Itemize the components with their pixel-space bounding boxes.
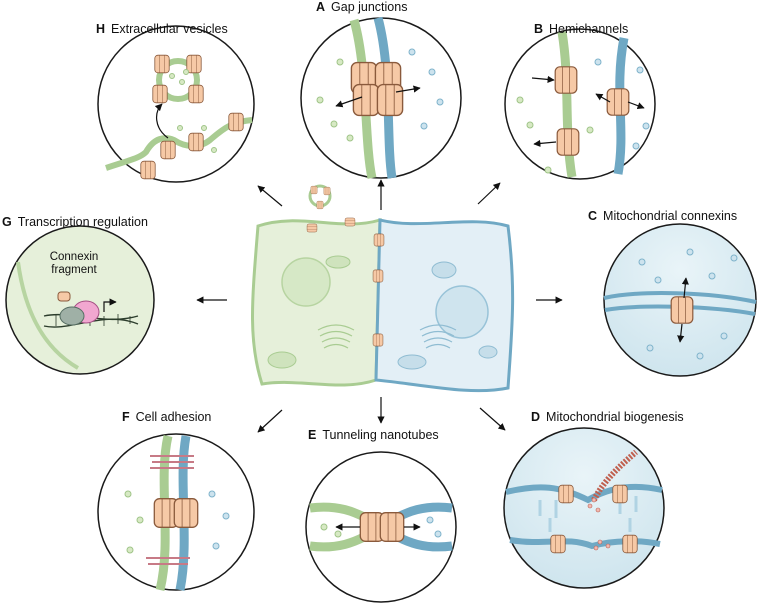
connexin-icon [372, 269, 384, 283]
connexin-label-line-1: Connexin [49, 251, 99, 263]
green-mitochondrion [267, 351, 297, 369]
panel-title: Cell adhesion [135, 410, 212, 424]
panel-g-transcription-regulation [5, 225, 155, 375]
panel-c-mitochondrial-connexins [603, 223, 757, 377]
connexin-icon [373, 233, 385, 247]
connector-arrows [196, 179, 563, 433]
panel-b-label: B Hemichannels [534, 22, 628, 36]
panel-f-cell-adhesion [97, 433, 255, 592]
panel-title: Mitochondrial connexins [603, 209, 738, 223]
panel-h-extracellular-vesicles [97, 25, 255, 183]
panel-letter: C [588, 209, 598, 223]
panel-title: Tunneling nanotubes [322, 428, 439, 442]
panel-title: Extracellular vesicles [111, 22, 228, 36]
panel-d-mitochondrial-biogenesis [503, 427, 665, 589]
panel-title: Mitochondrial biogenesis [546, 410, 684, 424]
central-vesicle [308, 184, 332, 210]
panel-letter: E [308, 428, 317, 442]
panel-title: Gap junctions [331, 0, 408, 14]
blue-mitochondrion [397, 354, 427, 370]
panel-h-label: H Extracellular vesicles [96, 22, 228, 36]
green-mitochondrion [325, 255, 351, 269]
panel-e-tunneling-nanotubes [305, 451, 457, 603]
blue-golgi [419, 324, 457, 349]
panel-a-gap-junctions [300, 16, 462, 179]
panel-letter: G [2, 215, 12, 229]
panel-e-label: E Tunneling nanotubes [308, 428, 439, 442]
blue-mitochondrion [478, 345, 498, 359]
panel-letter: F [122, 410, 130, 424]
blue-mitochondrion [431, 261, 457, 279]
panel-letter: B [534, 22, 544, 36]
panel-b-hemichannels [504, 28, 656, 180]
panel-g-label: G Transcription regulation [2, 215, 148, 229]
panel-f-label: F Cell adhesion [122, 410, 211, 424]
panel-letter: H [96, 22, 106, 36]
panel-a-label: A Gap junctions [316, 0, 407, 14]
panel-letter: A [316, 0, 326, 14]
green-golgi [317, 324, 355, 349]
panel-c-label: C Mitochondrial connexins [588, 209, 737, 223]
connexin-icon [372, 333, 384, 347]
blue-nucleus [435, 285, 489, 339]
connexin-label-line-2: fragment [51, 264, 97, 276]
panel-d-label: D Mitochondrial biogenesis [531, 410, 684, 424]
connexin-icon [306, 223, 318, 233]
panel-title: Hemichannels [549, 22, 629, 36]
connexin-icon [344, 217, 356, 227]
central-cells [251, 184, 515, 393]
panel-letter: D [531, 410, 541, 424]
green-nucleus [281, 257, 331, 307]
panel-title: Transcription regulation [17, 215, 148, 229]
connexin-fragment-label: Connexin fragment [38, 251, 110, 277]
